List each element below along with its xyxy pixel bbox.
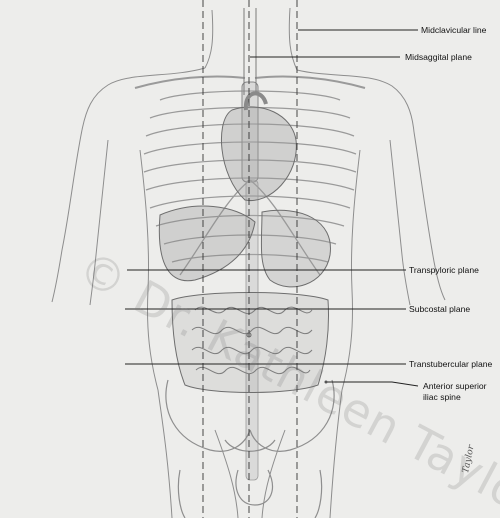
organs	[158, 8, 331, 393]
body-outline	[51, 7, 446, 518]
stomach	[260, 209, 331, 288]
asis-marker	[324, 380, 328, 384]
asis-leader	[326, 381, 419, 387]
asis-label-line2: iliac spine	[423, 392, 461, 402]
pelvis	[165, 379, 335, 518]
reference-lines-vertical	[202, 0, 298, 518]
asis-label-line1: Anterior superior	[423, 381, 487, 391]
transpyloric-plane-label: Transpyloric plane	[409, 265, 479, 275]
umbilicus	[246, 332, 252, 338]
ribcage	[134, 75, 366, 276]
leader-lines	[250, 29, 419, 387]
midsaggital-plane-label: Midsaggital plane	[405, 52, 472, 62]
heart	[221, 106, 297, 202]
reference-lines-horizontal	[125, 269, 406, 365]
subcostal-plane-label: Subcostal plane	[409, 304, 471, 314]
transtubercular-plane-label: Transtubercular plane	[409, 359, 493, 369]
midclavicular-line-label: Midclavicular line	[421, 25, 487, 35]
liver	[158, 205, 256, 282]
